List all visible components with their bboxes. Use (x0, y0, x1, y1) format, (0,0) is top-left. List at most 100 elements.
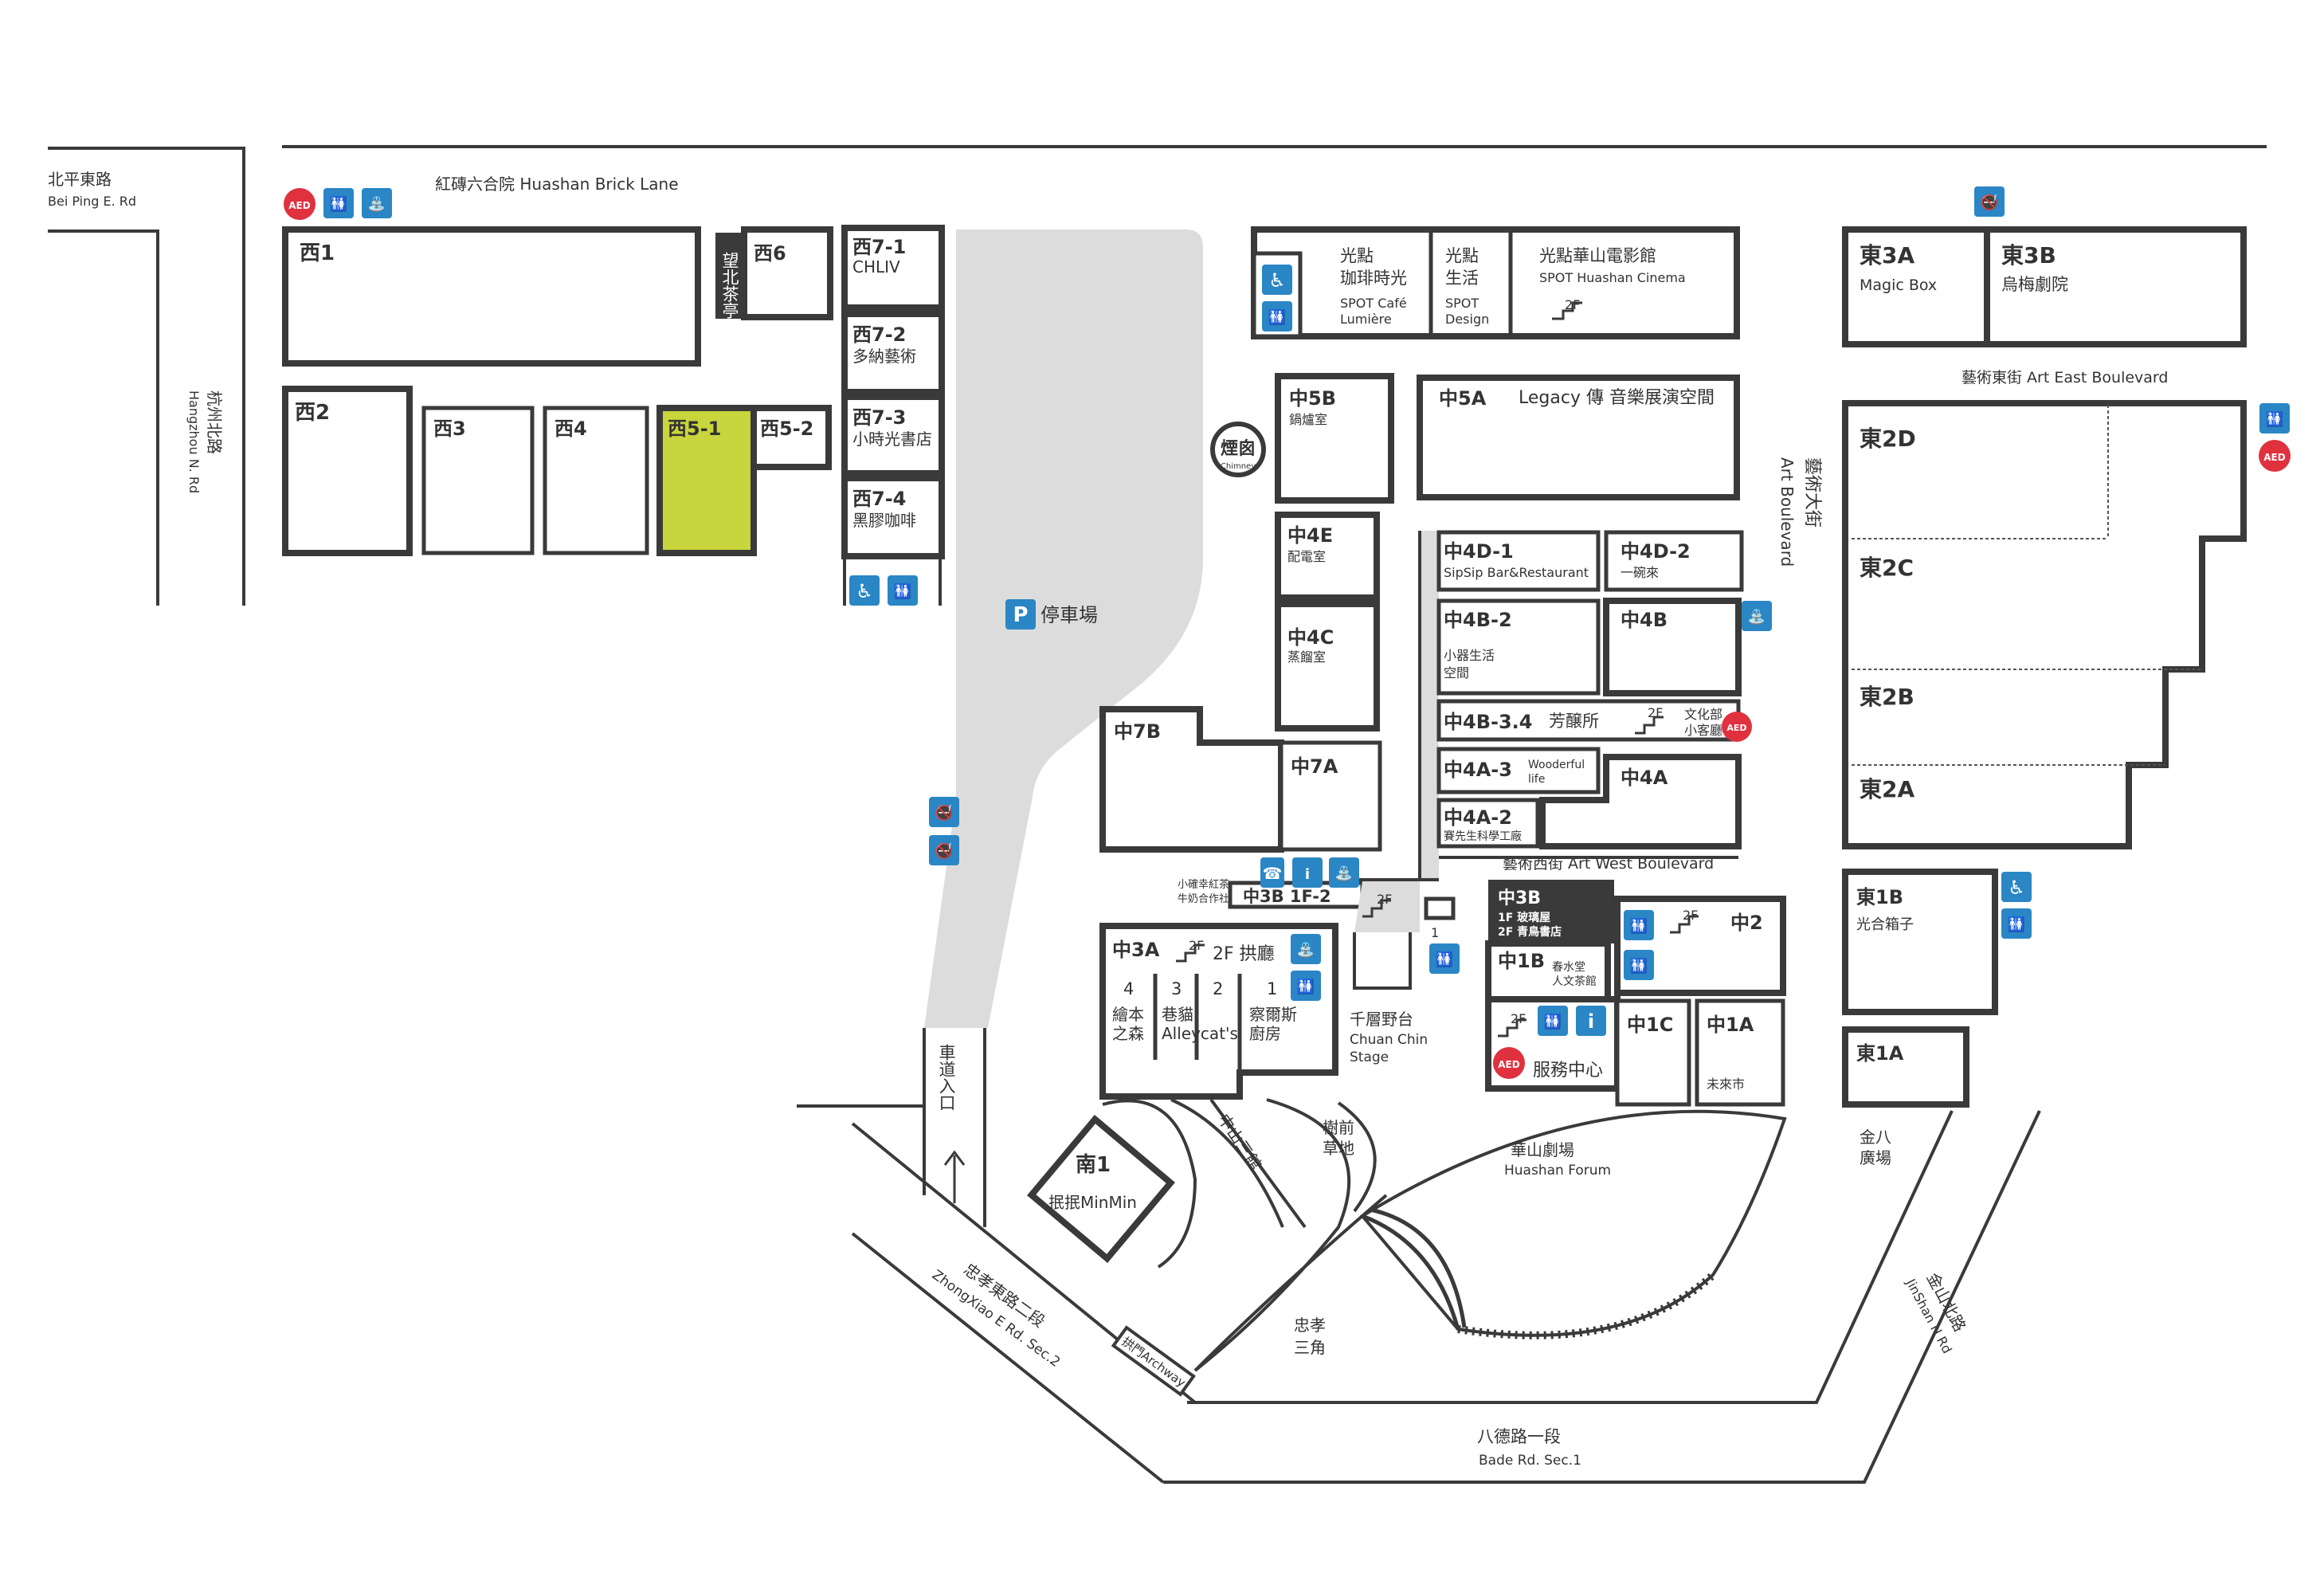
svg-text:i: i (1305, 866, 1310, 883)
svg-text:3: 3 (1171, 979, 1182, 998)
building-c4c (1275, 601, 1380, 732)
svg-text:🚻: 🚻 (1436, 951, 1453, 968)
svg-text:中7B: 中7B (1114, 720, 1161, 743)
svg-text:Legacy 傳 音樂展演空間: Legacy 傳 音樂展演空間 (1519, 388, 1715, 408)
svg-text:光合箱子: 光合箱子 (1856, 916, 1914, 933)
building-c3b (1488, 880, 1614, 943)
building-west-5-1[interactable] (656, 405, 757, 556)
svg-text:小時光書店: 小時光書店 (852, 430, 932, 449)
svg-text:♿: ♿ (856, 580, 873, 602)
building-west-6[interactable] (741, 226, 833, 320)
svg-text:2F 青鳥書店: 2F 青鳥書店 (1498, 925, 1562, 939)
svg-text:中5A: 中5A (1439, 387, 1487, 410)
svg-text:西5-1: 西5-1 (668, 418, 721, 440)
fountain-icon: ⛲ (1742, 601, 1772, 631)
wheelchair-icon: ♿ (2001, 872, 2032, 902)
svg-text:中5B: 中5B (1289, 387, 1336, 410)
building-c1a (1695, 998, 1785, 1107)
svg-text:🚻: 🚻 (894, 582, 911, 600)
central-buildings[interactable]: 中5B 鍋爐室 中5A Legacy 傳 音樂展演空間 中4E 配電室 中4C … (1099, 373, 1786, 1107)
svg-text:中3A: 中3A (1112, 939, 1160, 961)
svg-text:AED: AED (2263, 452, 2285, 463)
svg-text:🚭: 🚭 (935, 842, 953, 860)
toilet-icon: 🚻 (1291, 971, 1321, 1001)
svg-text:中2: 中2 (1730, 912, 1763, 934)
building-c4a3 (1436, 747, 1601, 794)
aed-icon: AED (1493, 1047, 1525, 1079)
svg-text:🚭: 🚭 (935, 804, 953, 822)
building-c4d1 (1436, 530, 1601, 592)
parking-area (924, 229, 1203, 1028)
svg-text:🚻: 🚻 (330, 195, 347, 213)
west-buildings[interactable]: 西1 西2 西3 西4 西5-1 西5-2 望北茶亭 西6 西7-1 CHLIV… (282, 225, 945, 606)
svg-text:西6: 西6 (754, 242, 786, 265)
svg-text:中山三館: 中山三館 (1214, 1110, 1266, 1174)
fountain-icon: ⛲ (1291, 934, 1321, 964)
svg-text:♿: ♿ (1268, 269, 1286, 292)
smoke-icon: 🚭 (929, 797, 959, 827)
svg-text:藝術西街 Art West Boulevard: 藝術西街 Art West Boulevard (1503, 855, 1714, 873)
svg-text:Stage: Stage (1350, 1049, 1389, 1065)
svg-text:2F: 2F (1683, 908, 1698, 923)
south-area: 南1 抿抿MinMin 中山三館 樹前 草地 華山劇場 Huashan Foru… (851, 1098, 2041, 1484)
svg-text:中4B-2: 中4B-2 (1444, 609, 1512, 631)
svg-text:牛奶合作社: 牛奶合作社 (1178, 892, 1229, 905)
elevator-icon: 🚻 (1429, 943, 1460, 974)
teahouse[interactable] (715, 233, 744, 319)
svg-text:未來市: 未來市 (1707, 1077, 1745, 1092)
svg-text:廚房: 廚房 (1249, 1024, 1281, 1043)
building-s1 (1027, 1115, 1175, 1263)
svg-text:南1: 南1 (1076, 1153, 1111, 1177)
svg-text:Bade Rd. Sec.1: Bade Rd. Sec.1 (1479, 1453, 1581, 1469)
svg-text:廣場: 廣場 (1860, 1148, 1891, 1167)
svg-text:Wooderful: Wooderful (1528, 759, 1585, 771)
svg-text:Alleycat's: Alleycat's (1162, 1024, 1238, 1043)
svg-text:生活: 生活 (1445, 269, 1479, 288)
svg-text:1F 玻璃屋: 1F 玻璃屋 (1498, 911, 1550, 924)
svg-text:東2C: 東2C (1860, 555, 1914, 581)
building-west-2[interactable] (282, 386, 413, 556)
svg-text:抿抿MinMin: 抿抿MinMin (1048, 1193, 1137, 1212)
svg-text:SPOT Huashan Cinema: SPOT Huashan Cinema (1539, 270, 1686, 285)
building-west-5-2[interactable] (750, 405, 832, 470)
svg-text:中4A: 中4A (1621, 767, 1668, 789)
svg-text:紅磚六合院 Huashan Brick Lane: 紅磚六合院 Huashan Brick Lane (435, 175, 679, 194)
building-c4e (1275, 512, 1380, 601)
svg-text:Hangzhou N. Rd: Hangzhou N. Rd (186, 390, 202, 493)
smoke-icon: 🚭 (1974, 186, 2005, 217)
east-buildings[interactable]: 東3A Magic Box 東3B 烏梅劇院 東2D 東2C 東2B 東2A 東… (1842, 226, 2247, 1167)
svg-text:⛲: ⛲ (1748, 608, 1766, 626)
svg-text:車道入口: 車道入口 (937, 1044, 956, 1111)
svg-text:空間: 空間 (1444, 665, 1469, 681)
svg-text:中4B: 中4B (1621, 609, 1668, 631)
svg-text:東1A: 東1A (1856, 1042, 1904, 1065)
building-c4a (1539, 754, 1742, 849)
svg-text:煙囪: 煙囪 (1221, 438, 1256, 459)
svg-text:珈琲時光: 珈琲時光 (1340, 269, 1407, 288)
building-west-7-strip[interactable]: 西7-1 CHLIV 西7-2 多納藝術 西7-3 小時光書店 西7-4 黑膠咖… (841, 225, 945, 606)
building-west-4[interactable] (543, 406, 649, 555)
svg-text:東2A: 東2A (1860, 776, 1914, 802)
svg-text:中4B-3.4: 中4B-3.4 (1444, 711, 1532, 733)
toilet-icon: 🚻 (2001, 908, 2032, 939)
building-west-3[interactable] (421, 406, 535, 555)
svg-text:2F: 2F (1511, 1011, 1526, 1026)
svg-text:西7-4: 西7-4 (852, 488, 906, 510)
svg-text:人文茶館: 人文茶館 (1552, 975, 1597, 988)
svg-text:西7-3: 西7-3 (852, 406, 906, 429)
toilet-icon: 🚻 (2259, 403, 2290, 433)
svg-text:Bei Ping E. Rd: Bei Ping E. Rd (48, 194, 136, 209)
svg-text:1: 1 (1267, 979, 1277, 998)
building-west-1[interactable] (282, 226, 701, 367)
svg-text:八德路一段: 八德路一段 (1477, 1427, 1561, 1446)
svg-text:🚻: 🚻 (1544, 1013, 1562, 1030)
svg-text:望北茶亭: 望北茶亭 (720, 252, 739, 319)
building-c5a (1417, 375, 1740, 500)
fountain-icon: ⛲ (362, 188, 392, 218)
svg-text:西4: 西4 (555, 418, 587, 440)
chimney[interactable]: 煙囪 Chimney (1210, 422, 1266, 477)
svg-text:中7A: 中7A (1291, 755, 1338, 778)
spot-building[interactable]: 光點 珈琲時光 SPOT Café Lumière 光點 生活 SPOT Des… (1251, 226, 1740, 339)
svg-text:🚻: 🚻 (1630, 957, 1648, 975)
